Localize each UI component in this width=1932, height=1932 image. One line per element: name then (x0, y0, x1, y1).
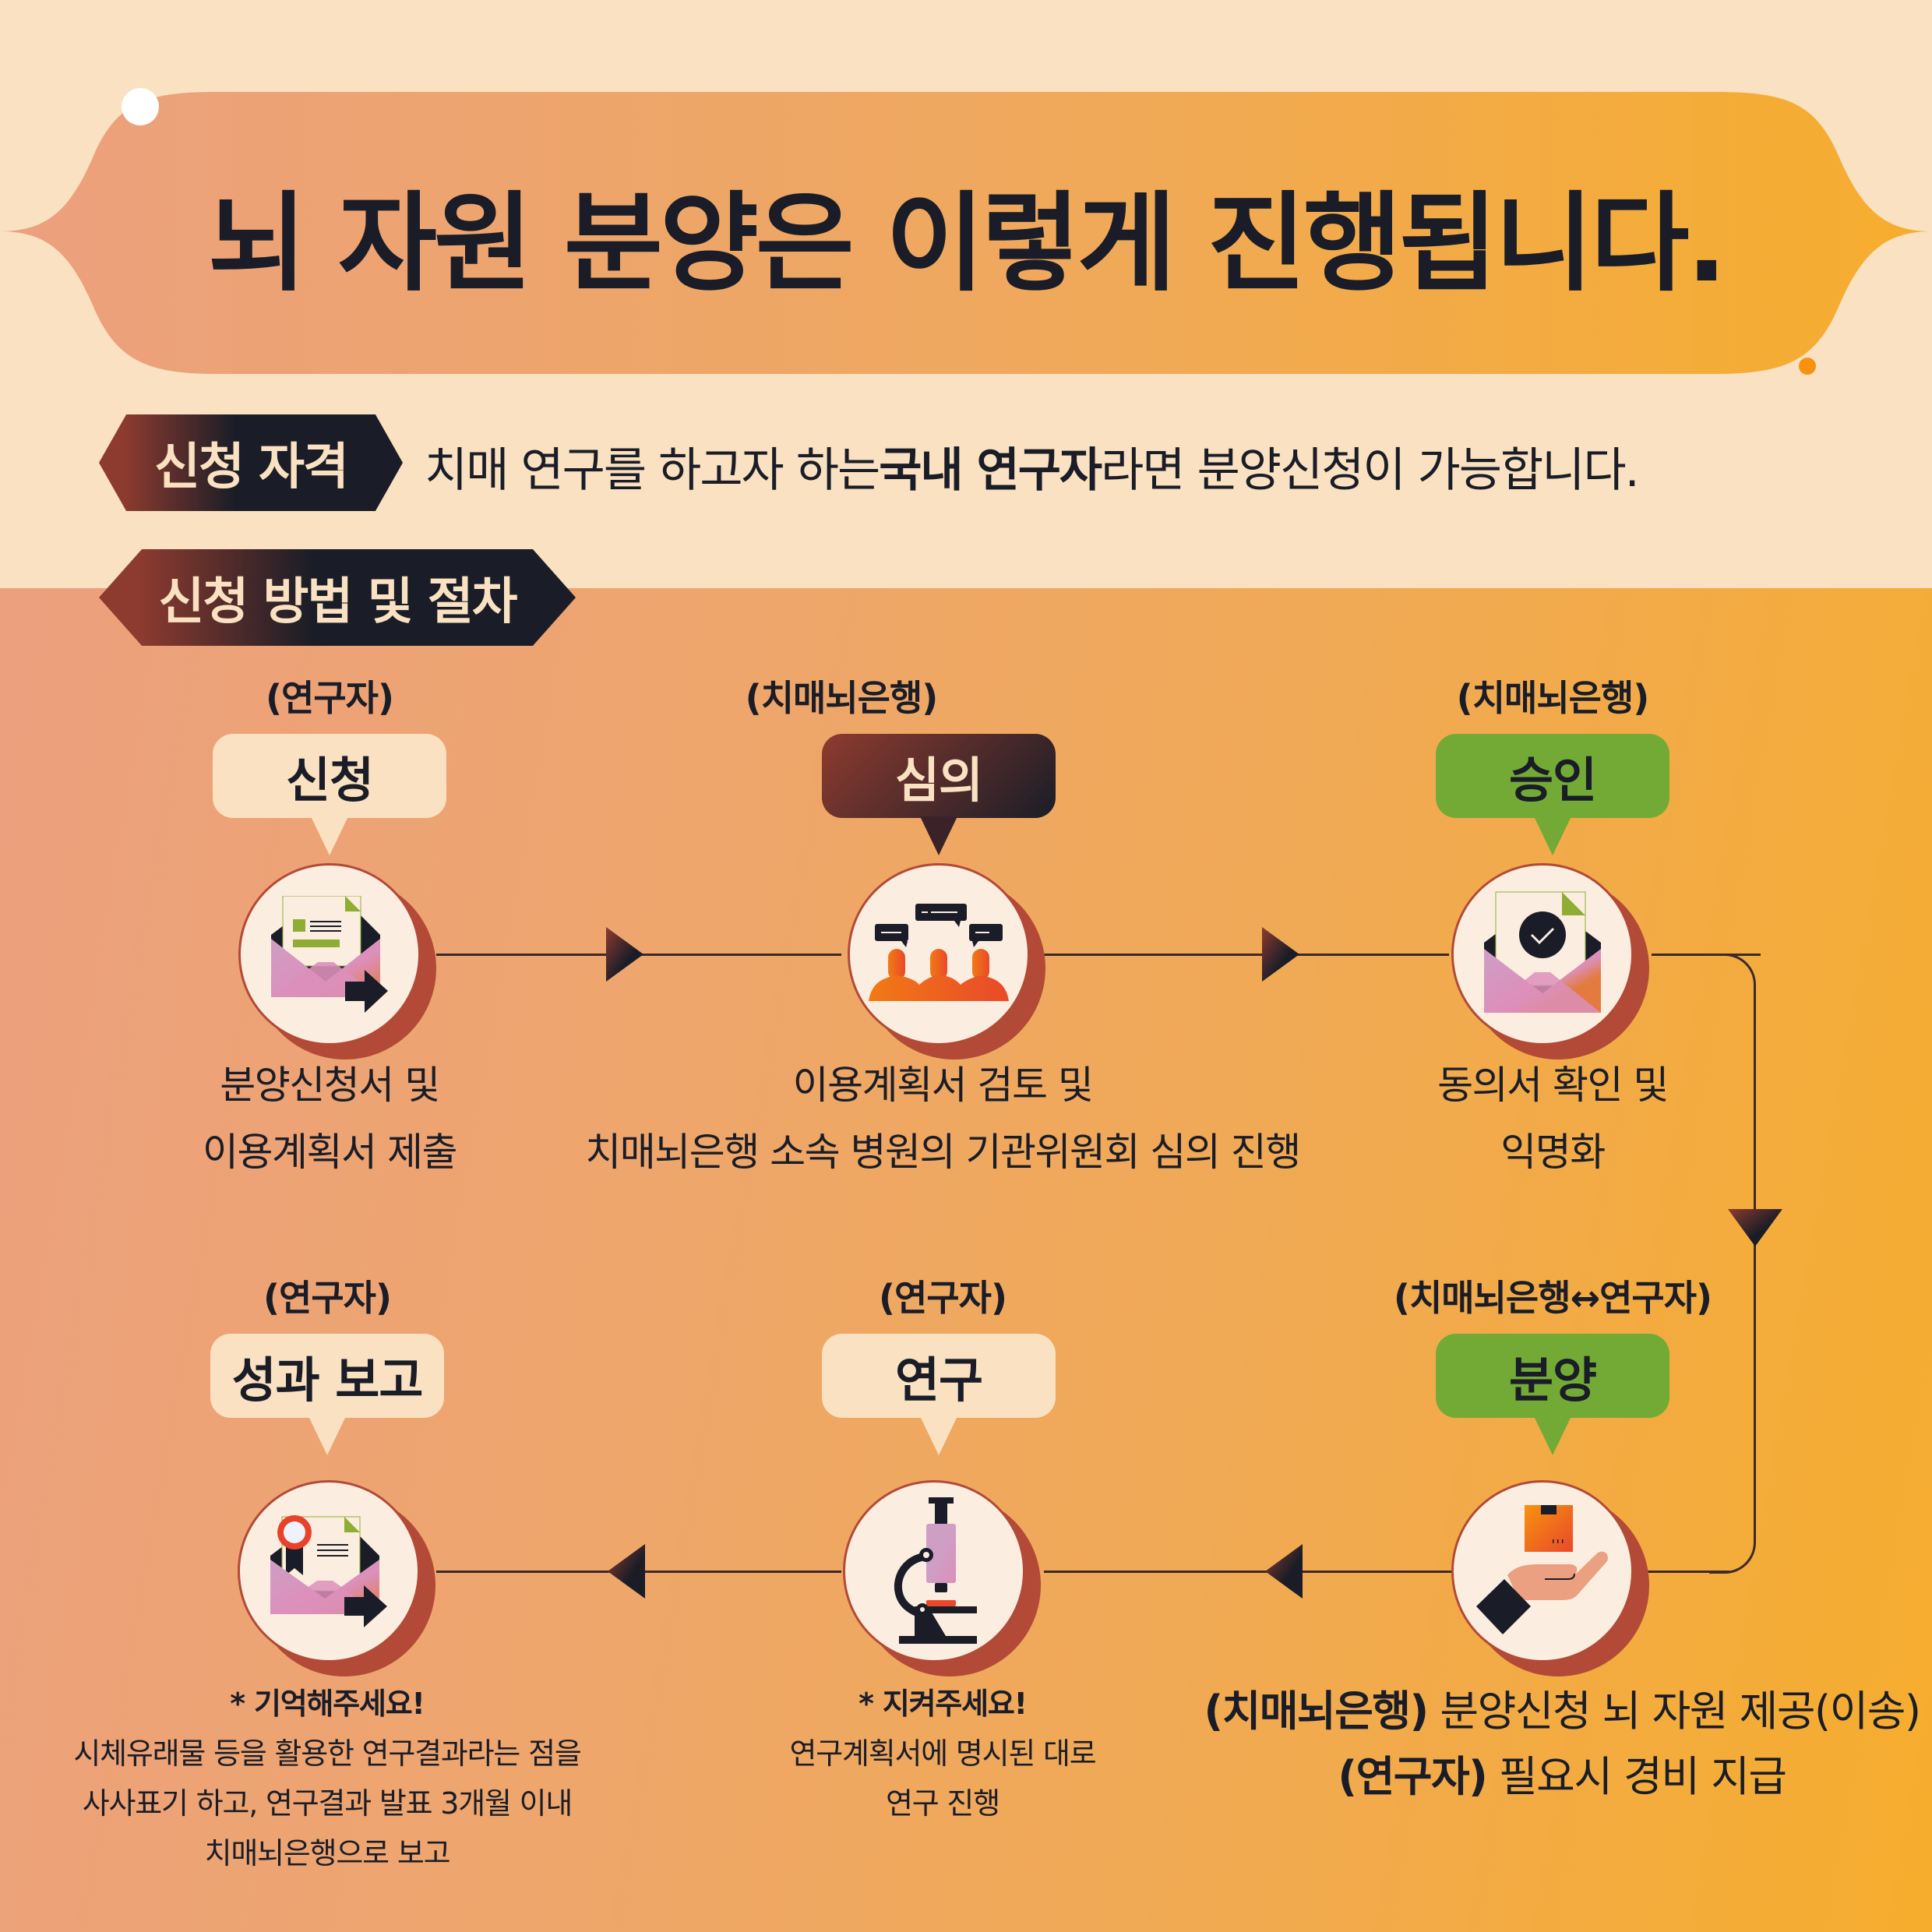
microscope-icon (894, 1497, 977, 1644)
step-note-line: 사사표기 하고, 연구결과 발표 3개월 이내 (82, 1786, 573, 1821)
step-label-bubble: 성과 보고 (210, 1334, 444, 1418)
step-description: 동의서 확인 및 익명화 (1350, 1052, 1755, 1186)
step-actor: (연구자) (878, 1277, 1007, 1319)
step-description: 분양신청서 및 이용계획서 제출 (127, 1052, 532, 1186)
envelope-document-send-icon (271, 896, 388, 1013)
connector-vertical (1754, 997, 1756, 1542)
arrow-right-icon (1262, 927, 1299, 982)
arrow-right-icon (606, 927, 643, 982)
distribute-actor-bank: (치매뇌은행) (1204, 1687, 1429, 1736)
eligibility-text-after: 라면 분양신청이 가능합니다. (1101, 442, 1640, 498)
step-icon-circle (843, 1480, 1025, 1662)
connector-corner-bottom (1709, 1527, 1756, 1574)
step-actor: (연구자) (265, 677, 394, 719)
step-label-bubble: 신청 (213, 734, 446, 818)
distribute-text-researcher: 필요시 경비 지급 (1486, 1752, 1787, 1801)
step-icon-circle (848, 863, 1030, 1045)
step-description: 이용계획서 검토 및 치매뇌은행 소속 병원의 기관위원회 심의 진행 (538, 1052, 1348, 1186)
step-label-bubble: 심의 (822, 734, 1056, 818)
step-actor: (치매뇌은행↔연구자) (1393, 1277, 1712, 1319)
step-description-line: 분양신청서 및 (220, 1063, 440, 1108)
step-icon-circle (1451, 1480, 1634, 1662)
step-distribute: (치매뇌은행↔연구자) 분양 (1350, 1270, 1755, 1675)
people-discussion-icon (869, 904, 1009, 1001)
connector-3-corner (1652, 954, 1761, 956)
title-banner (0, 86, 1932, 382)
connector-corner-top (1709, 954, 1756, 1000)
eligibility-text-bold: 국내 연구자 (879, 442, 1102, 498)
step-actor: (치매뇌은행) (745, 677, 939, 719)
step-description-line: 이용계획서 제출 (203, 1130, 457, 1175)
arrow-down-icon (1728, 1209, 1782, 1246)
step-icon-circle (1451, 863, 1634, 1045)
envelope-checkmark-icon (1484, 891, 1601, 1013)
step-icon-circle (238, 1480, 420, 1662)
step-apply: (연구자) 신청 분양신청서 및 이용계획서 제출 (127, 670, 532, 1215)
arrow-left-icon (1265, 1544, 1303, 1599)
step-approve: (치매뇌은행) 승인 동의서 확인 및 익명화 (1350, 670, 1755, 1215)
step-note-line: 치매뇌은행으로 보고 (204, 1836, 451, 1870)
step-note-title: * 지켜주세요! (858, 1687, 1028, 1721)
step-label-bubble: 승인 (1436, 734, 1669, 818)
decorative-dot-white (122, 88, 159, 125)
step-research: (연구자) 연구 * 지켜주세요! 연구계획서에 명시된 대로 연구 진행 (740, 1270, 1145, 1831)
step-note-line: 연구 진행 (886, 1786, 1000, 1821)
method-tag: 신청 방법 및 절차 (99, 549, 576, 646)
connector-2-3 (1044, 954, 1449, 956)
step-icon-circle (238, 863, 421, 1045)
page-title: 뇌 자원 분양은 이렇게 진행됩니다. (207, 181, 1727, 306)
step-description-line: 동의서 확인 및 (1437, 1063, 1669, 1108)
decorative-dot-orange (1799, 358, 1816, 375)
eligibility-text-before: 치매 연구를 하고자 하는 (425, 442, 880, 498)
step-label-bubble: 연구 (822, 1334, 1056, 1418)
connector-4-5 (1044, 1571, 1729, 1573)
distribute-line-bank: (치매뇌은행) 분양신청 뇌 자원 제공(이송) (1192, 1679, 1932, 1744)
step-report: (연구자) 성과 보고 * 기억해주세요! 시체유래물 등을 활용한 연구결과라… (73, 1270, 581, 1893)
eligibility-tag: 신청 자격 (99, 414, 403, 511)
hand-box-icon (1476, 1505, 1608, 1634)
step-description-line: 치매뇌은행 소속 병원의 기관위원회 심의 진행 (585, 1130, 1301, 1175)
step-actor: (치매뇌은행) (1456, 677, 1650, 719)
arrow-left-icon (608, 1544, 645, 1599)
step-note-title: * 기억해주세요! (230, 1687, 425, 1721)
step-review: (치매뇌은행) 심의 이용계획서 검토 및 치매뇌은행 소속 병원의 기관위원회… (538, 670, 1348, 1215)
step-description-line: 익명화 (1500, 1130, 1606, 1175)
title-banner-shape (0, 92, 1932, 374)
step-note: * 지켜주세요! 연구계획서에 명시된 대로 연구 진행 (740, 1679, 1145, 1828)
step-label-bubble: 분양 (1436, 1334, 1669, 1418)
step-actor: (연구자) (263, 1277, 392, 1319)
distribute-description: (치매뇌은행) 분양신청 뇌 자원 제공(이송) (연구자) 필요시 경비 지급 (1192, 1679, 1932, 1810)
distribute-actor-researcher: (연구자) (1338, 1752, 1487, 1801)
step-note: * 기억해주세요! 시체유래물 등을 활용한 연구결과라는 점을 사사표기 하고… (47, 1679, 608, 1878)
envelope-certificate-send-icon (270, 1515, 387, 1627)
step-description-line: 이용계획서 검토 및 (792, 1063, 1094, 1108)
step-note-line: 시체유래물 등을 활용한 연구결과라는 점을 (73, 1736, 581, 1771)
distribute-text-bank: 분양신청 뇌 자원 제공(이송) (1427, 1687, 1921, 1736)
step-note-line: 연구계획서에 명시된 대로 (789, 1736, 1096, 1771)
distribute-line-researcher: (연구자) 필요시 경비 지급 (1192, 1744, 1932, 1810)
